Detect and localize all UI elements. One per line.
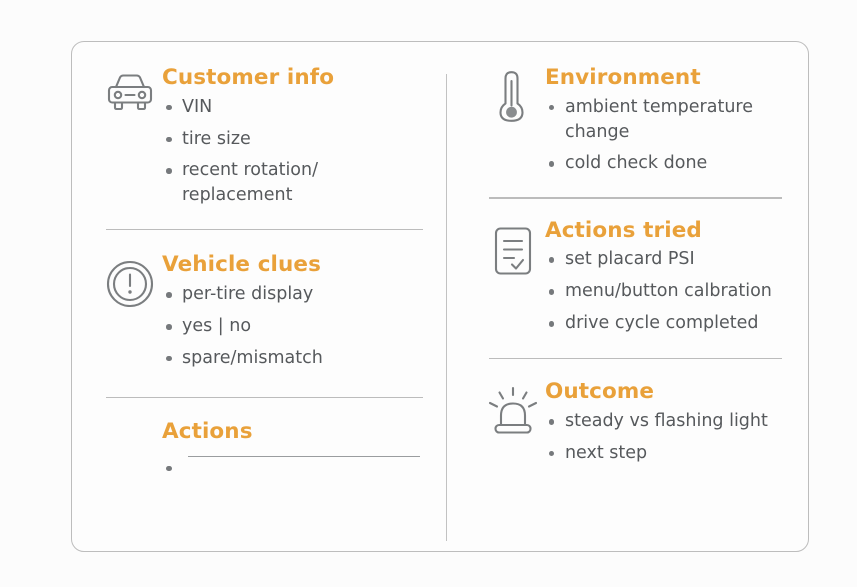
list-item: ambient temperature change bbox=[545, 95, 794, 145]
outcome-list: steady vs flashing light next step bbox=[545, 409, 794, 466]
car-front-icon bbox=[98, 65, 162, 114]
write-in-line[interactable] bbox=[188, 455, 420, 458]
card-columns: Customer info VIN tire size recent rotat… bbox=[72, 42, 808, 551]
divider-left-1 bbox=[106, 229, 423, 231]
list-item: tire size bbox=[162, 127, 433, 152]
list-item: yes | no bbox=[162, 314, 433, 339]
divider-right-1 bbox=[488, 197, 782, 199]
actions-list bbox=[162, 455, 433, 481]
spacer bbox=[98, 230, 433, 252]
list-item: spare/mismatch bbox=[162, 346, 433, 371]
section-title-actions: Actions bbox=[162, 419, 253, 445]
list-item: menu/button calbration bbox=[545, 279, 794, 304]
list-item: recent rotation/ replacement bbox=[162, 158, 433, 208]
right-column: Environment ambient temperature change c… bbox=[445, 42, 808, 551]
spacer bbox=[98, 398, 433, 419]
actions-tried-list: set placard PSI menu/button calbration d… bbox=[545, 247, 794, 336]
environment-list: ambient temperature change cold check do… bbox=[545, 95, 794, 177]
environment-body: Environment ambient temperature change c… bbox=[545, 65, 794, 176]
section-title-customer-info: Customer info bbox=[162, 65, 335, 90]
divider-right-2 bbox=[488, 357, 782, 360]
section-title-environment: Environment bbox=[544, 65, 701, 90]
left-column: Customer info VIN tire size recent rotat… bbox=[72, 42, 445, 551]
outcome-body: Outcome steady vs flashing light next st… bbox=[545, 379, 794, 465]
checklist-card: Customer info VIN tire size recent rotat… bbox=[71, 41, 809, 552]
section-vehicle-clues: Vehicle clues per-tire display yes | no … bbox=[98, 252, 433, 370]
list-item: set placard PSI bbox=[545, 247, 794, 272]
list-item: cold check done bbox=[545, 151, 794, 176]
actions-tried-body: Actions tried set placard PSI menu/butto… bbox=[545, 218, 794, 336]
customer-info-body: Customer info VIN tire size recent rotat… bbox=[162, 65, 433, 208]
no-icon-placeholder bbox=[98, 419, 162, 426]
section-title-vehicle-clues: Vehicle clues bbox=[162, 252, 322, 278]
actions-body: Actions bbox=[162, 419, 433, 481]
thermometer-icon bbox=[481, 65, 545, 125]
exclamation-circle-icon bbox=[98, 252, 162, 309]
spacer bbox=[481, 199, 794, 218]
vehicle-clues-body: Vehicle clues per-tire display yes | no … bbox=[162, 252, 433, 370]
checklist-document-icon bbox=[481, 218, 545, 277]
list-item: drive cycle completed bbox=[545, 311, 794, 336]
list-item: VIN bbox=[162, 95, 433, 120]
section-customer-info: Customer info VIN tire size recent rotat… bbox=[98, 65, 433, 208]
column-divider bbox=[446, 74, 448, 541]
spacer bbox=[481, 359, 794, 379]
beacon-light-icon bbox=[481, 379, 545, 438]
list-item-blank[interactable] bbox=[162, 455, 433, 481]
section-outcome: Outcome steady vs flashing light next st… bbox=[481, 379, 794, 465]
section-actions-tried: Actions tried set placard PSI menu/butto… bbox=[481, 218, 794, 336]
list-item: per-tire display bbox=[162, 282, 433, 307]
list-item: steady vs flashing light bbox=[545, 409, 794, 434]
divider-left-2 bbox=[106, 396, 423, 399]
section-environment: Environment ambient temperature change c… bbox=[481, 65, 794, 176]
section-title-outcome: Outcome bbox=[544, 379, 655, 405]
customer-info-list: VIN tire size recent rotation/ replaceme… bbox=[162, 95, 433, 208]
section-actions: Actions bbox=[98, 419, 433, 481]
section-title-actions-tried: Actions tried bbox=[544, 217, 702, 243]
vehicle-clues-list: per-tire display yes | no spare/mismatch bbox=[162, 282, 433, 371]
list-item: next step bbox=[545, 441, 794, 466]
